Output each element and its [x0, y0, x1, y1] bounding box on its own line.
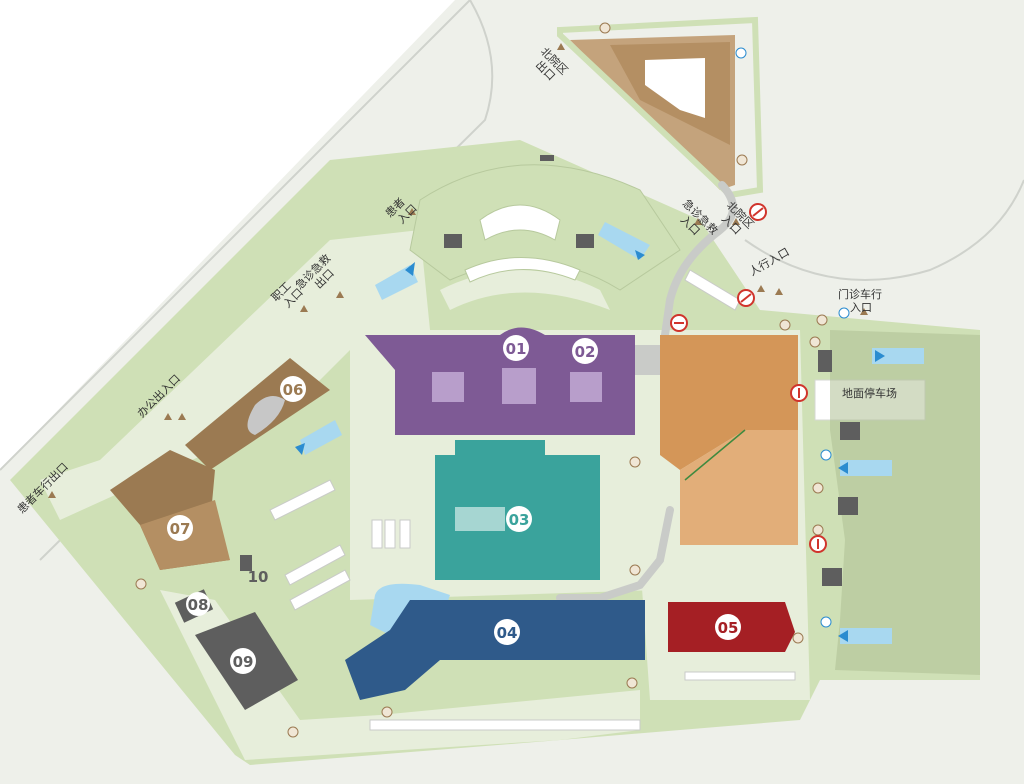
building-orange [660, 335, 798, 470]
svg-text:08: 08 [188, 596, 209, 614]
svg-text:10: 10 [248, 568, 269, 586]
building-badge-07: 07 [167, 515, 193, 541]
entrance-arrow-icon [295, 250, 885, 642]
building-badge-09: 09 [230, 648, 256, 674]
label-ground-parking: 地面停车场 [842, 386, 897, 400]
building-badge-08: 08 [186, 592, 210, 616]
svg-text:03: 03 [509, 511, 530, 529]
label-outpatient-car-entry: 门诊车行入口 [838, 287, 882, 314]
svg-text:07: 07 [170, 520, 191, 538]
building-01-02 [365, 327, 635, 435]
building-badge-01: 01 [503, 335, 529, 361]
parking-icon [135, 22, 850, 738]
ramps [444, 155, 860, 586]
building-04 [345, 600, 645, 700]
building-badge-02: 02 [572, 338, 598, 364]
water-strips [300, 222, 924, 644]
svg-text:04: 04 [497, 624, 518, 642]
svg-text:05: 05 [718, 619, 739, 637]
svg-text:02: 02 [575, 343, 596, 361]
building-badge-05: 05 [715, 614, 741, 640]
svg-text:09: 09 [233, 653, 254, 671]
building-10 [240, 555, 252, 571]
building-badge-03: 03 [506, 506, 532, 532]
svg-text:06: 06 [283, 381, 304, 399]
no-entry-icon [670, 203, 827, 553]
parking-rows [269, 269, 796, 731]
svg-text:01: 01 [506, 340, 527, 358]
building-badge-10: 10 [248, 568, 269, 586]
entrance-triangles [48, 43, 868, 498]
building-badge-06: 06 [280, 376, 306, 402]
building-badge-04: 04 [494, 619, 520, 645]
